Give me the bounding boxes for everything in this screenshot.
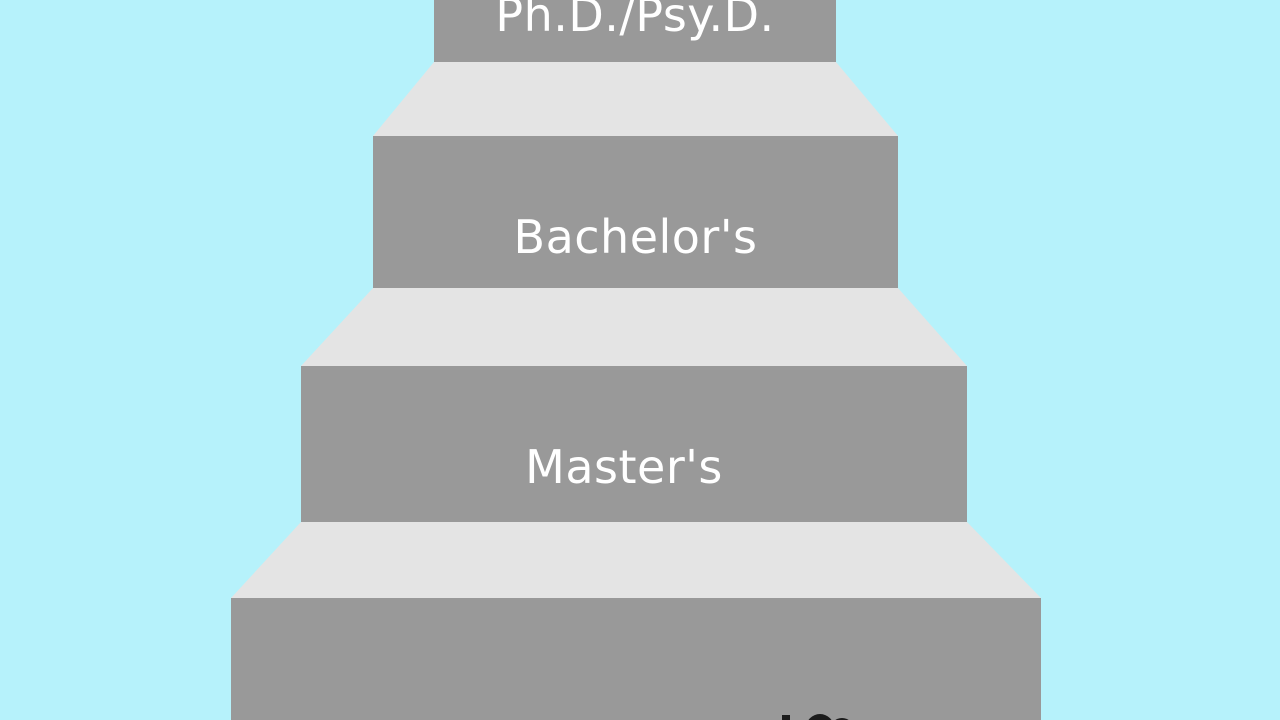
tread-1 bbox=[373, 62, 898, 136]
step-label-phd: Ph.D./Psy.D. bbox=[495, 0, 775, 42]
step-riser-bottom bbox=[231, 598, 1041, 720]
tread-3 bbox=[231, 522, 1041, 598]
step-label-bachelors: Bachelor's bbox=[513, 210, 758, 264]
step-riser-3 bbox=[301, 366, 967, 522]
step-riser-top bbox=[434, 0, 836, 62]
step-label-masters: Master's bbox=[525, 440, 723, 494]
tread-2 bbox=[301, 288, 967, 366]
step-riser-2 bbox=[373, 136, 898, 288]
